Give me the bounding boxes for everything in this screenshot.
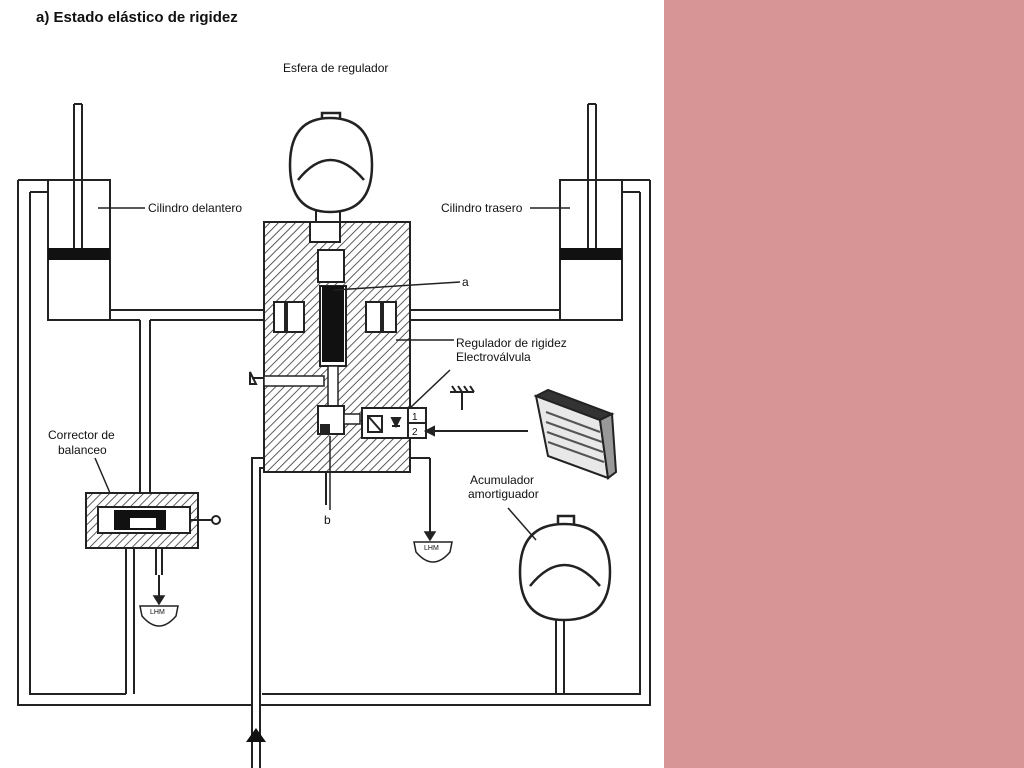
lhm-reservoir-icon	[413, 505, 453, 563]
label-b: b	[324, 513, 331, 527]
label-cilindro-delantero: Cilindro delantero	[148, 201, 242, 215]
side-color-panel	[664, 0, 1024, 768]
rear-piston	[560, 248, 622, 260]
outer-pipe-left	[17, 180, 252, 706]
label-lhm-2: LHM	[424, 545, 439, 552]
diagram-title: a) Estado elástico de rigidez	[36, 9, 238, 26]
label-pin2: 2	[412, 427, 418, 438]
regulator-sphere	[288, 111, 374, 214]
front-piston	[48, 248, 110, 260]
roll-corrector	[85, 492, 221, 549]
lhm-reservoir-icon	[139, 575, 179, 627]
label-acumulador-2: amortiguador	[468, 487, 539, 501]
label-a: a	[462, 275, 469, 289]
label-esfera: Esfera de regulador	[283, 61, 388, 75]
label-corrector-2: balanceo	[58, 443, 107, 457]
label-corrector-1: Corrector de	[48, 428, 115, 442]
label-regulador-rigidez: Regulador de rigidez	[456, 336, 567, 350]
label-acumulador-1: Acumulador	[470, 473, 534, 487]
ground-icon	[450, 385, 475, 410]
damper-accumulator	[518, 514, 612, 622]
supply-arrow-icon	[246, 728, 266, 742]
outer-pipe-right	[260, 180, 651, 706]
regulator-body	[263, 221, 411, 473]
control-unit-icon	[533, 388, 618, 480]
label-cilindro-trasero: Cilindro trasero	[441, 201, 523, 215]
diagram-panel: a) Estado elástico de rigidez	[17, 9, 651, 768]
label-lhm-1: LHM	[150, 609, 165, 616]
label-electrovalvula: Electroválvula	[456, 350, 531, 364]
label-pin1: 1	[412, 412, 418, 423]
electrovalve-symbol	[361, 407, 528, 439]
hydraulic-diagram: Esfera de regulador Cilindro delantero C…	[17, 61, 651, 768]
